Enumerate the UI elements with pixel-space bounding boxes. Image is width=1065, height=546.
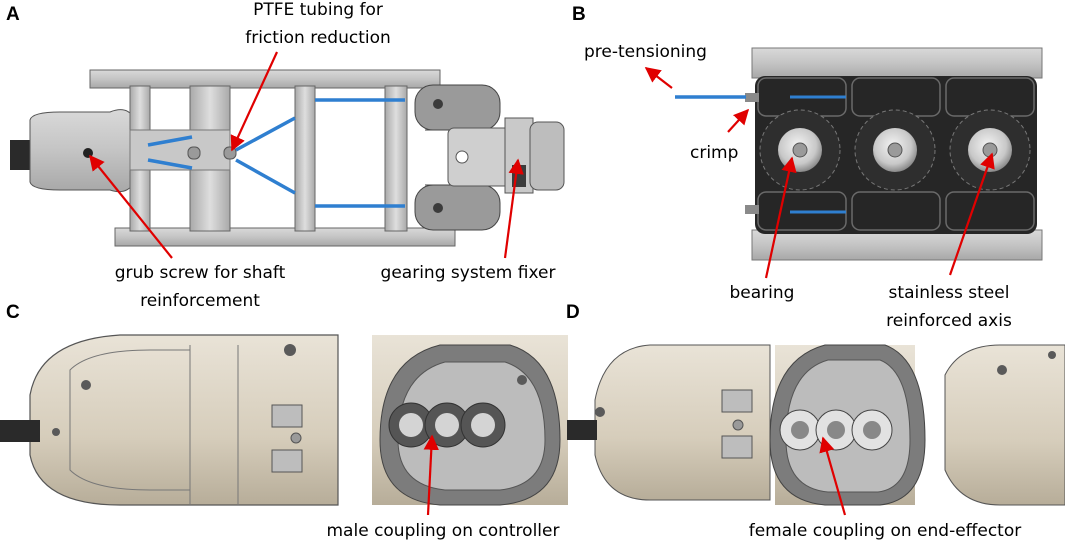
label-steel-line2: reinforced axis: [886, 311, 1012, 331]
panel-c-letter: C: [6, 302, 20, 323]
label-ptfe-line1: PTFE tubing for: [253, 0, 383, 20]
arrow-bearing: [764, 156, 797, 279]
label-pretension: pre-tensioning: [584, 42, 707, 62]
panel-a: A: [6, 0, 565, 311]
label-gearing: gearing system fixer: [381, 263, 556, 283]
bearing-assembly-drawing: [675, 47, 1043, 261]
arrow-ptfe: [230, 51, 278, 152]
panel-d-letter: D: [566, 302, 580, 323]
label-grub-line1: grub screw for shaft: [115, 263, 286, 283]
label-ptfe-line2: friction reduction: [245, 28, 391, 48]
end-effector-side-drawing: [944, 344, 1065, 506]
arrow-pretension: [644, 67, 673, 89]
arrow-female: [819, 436, 847, 516]
arrow-steel: [948, 152, 995, 276]
controller-body-drawing: [0, 334, 339, 506]
shaft-housing-drawing: [10, 69, 565, 247]
arrow-gearing: [503, 158, 524, 259]
female-coupling-drawing: [769, 344, 926, 506]
label-bearing: bearing: [730, 283, 795, 303]
panel-d: D female coupling on end-effector: [566, 302, 1065, 541]
arrow-grub: [89, 154, 173, 259]
end-effector-body-drawing: [567, 344, 771, 501]
panel-a-letter: A: [6, 4, 20, 25]
label-female: female coupling on end-effector: [749, 521, 1022, 541]
arrow-crimp: [727, 108, 750, 133]
male-coupling-drawing: [372, 335, 568, 506]
panel-b: B: [572, 4, 1043, 331]
arrow-male: [423, 434, 439, 516]
label-grub-line2: reinforcement: [140, 291, 260, 311]
panel-c: C male coupling on control: [0, 302, 568, 541]
panel-b-letter: B: [572, 4, 586, 25]
label-steel-line1: stainless steel: [889, 283, 1010, 303]
label-crimp: crimp: [690, 143, 738, 163]
label-male: male coupling on controller: [327, 521, 560, 541]
